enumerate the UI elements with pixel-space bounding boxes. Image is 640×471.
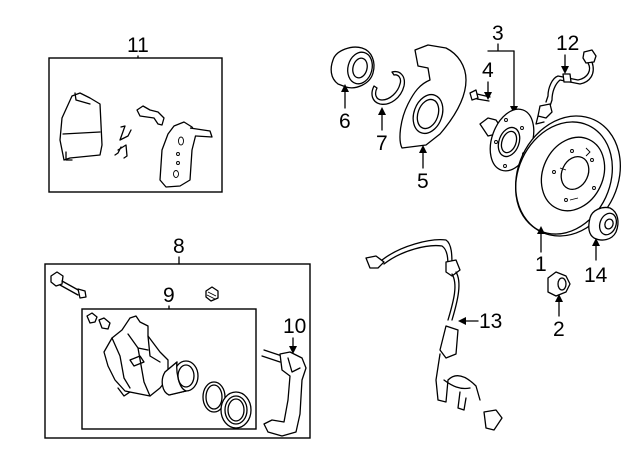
callout-label-1: 1 xyxy=(535,253,547,276)
guide-pin xyxy=(50,271,87,299)
callout-label-9: 9 xyxy=(163,284,175,307)
callout-label-4: 4 xyxy=(482,59,494,82)
dust-cap xyxy=(588,206,619,241)
callout-label-11: 11 xyxy=(127,34,149,57)
callout-8-group: 8 9 xyxy=(44,235,311,439)
pad-shim xyxy=(136,105,165,126)
callout-2-group: 2 xyxy=(547,271,571,341)
callout-label-12: 12 xyxy=(556,32,579,55)
brake-hose xyxy=(535,49,597,125)
bleeder-screw xyxy=(86,312,111,330)
callout-14-group: 14 xyxy=(584,206,619,287)
callout-11-group: 11 xyxy=(48,34,223,193)
callout-label-6: 6 xyxy=(339,110,351,133)
brake-pad-inner xyxy=(59,92,103,161)
callout-label-10: 10 xyxy=(283,315,306,338)
callout-label-7: 7 xyxy=(376,132,388,155)
brake-rotor xyxy=(514,115,621,237)
callout-13-group: 13 xyxy=(365,239,503,431)
callout-12-group: 12 xyxy=(535,32,597,125)
callout-1-group: 1 xyxy=(514,115,621,276)
callout-4-group: 4 xyxy=(469,59,494,102)
callout-label-13: 13 xyxy=(479,310,502,333)
hub-nut xyxy=(547,271,571,297)
bleeder-cap xyxy=(205,286,219,302)
callout-label-3: 3 xyxy=(492,22,504,45)
callout-7-group: 7 xyxy=(371,70,406,155)
abs-sensor xyxy=(365,239,503,431)
caliper-assembly-box xyxy=(44,263,311,439)
callout-label-14: 14 xyxy=(584,264,608,287)
wheel-stud xyxy=(469,89,491,102)
brake-pad-outer xyxy=(159,121,213,188)
caliper-box xyxy=(81,308,257,430)
dust-shield xyxy=(399,44,467,149)
callout-label-5: 5 xyxy=(417,170,429,193)
caliper-piston xyxy=(161,360,199,396)
leader-bracket-3 xyxy=(487,43,515,52)
caliper-bracket xyxy=(261,349,307,437)
callout-6-group: 6 xyxy=(330,46,375,133)
snap-ring xyxy=(371,70,406,105)
dust-boot xyxy=(220,391,252,429)
callout-label-8: 8 xyxy=(173,235,185,258)
pad-clips xyxy=(114,125,132,159)
caliper-body xyxy=(103,315,169,397)
pad-set-box xyxy=(48,57,223,193)
callout-label-2: 2 xyxy=(553,318,565,341)
wheel-bearing xyxy=(330,46,375,89)
callout-5-group: 5 xyxy=(399,44,467,193)
